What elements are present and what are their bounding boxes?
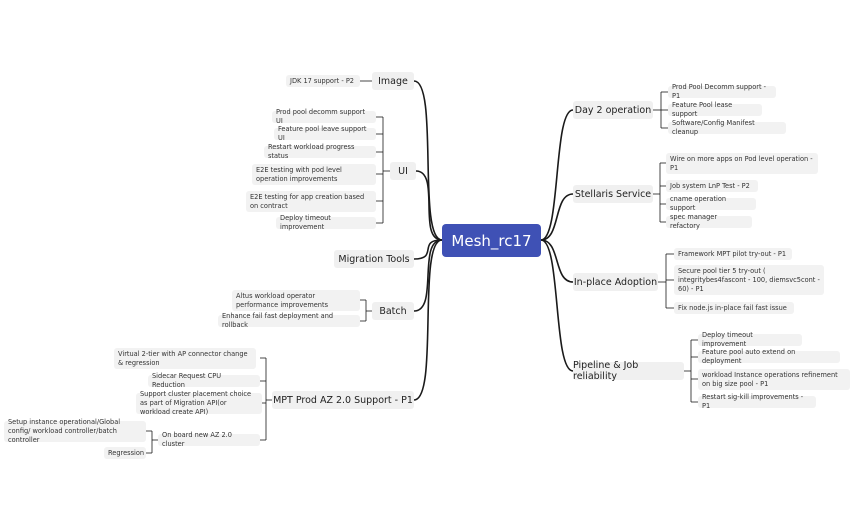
leaf-ui-1[interactable]: Feature pool leave support UI (274, 125, 376, 142)
edge-root-day2 (540, 109, 574, 241)
leaf-inplace-1[interactable]: Secure pool tier 5 try-out ( integritybe… (674, 265, 824, 295)
branch-pipeline[interactable]: Pipeline & Job reliability (573, 360, 684, 382)
leaf-mpt-0[interactable]: Virtual 2-tier with AP connector change … (114, 348, 256, 369)
edge-root-batch (413, 239, 443, 312)
leaf-mpt-sub-1[interactable]: Regression (104, 447, 146, 459)
edge-root-mpt (413, 239, 443, 401)
leaf-pipeline-2[interactable]: workload Instance operations refinement … (698, 369, 850, 390)
branch-inplace[interactable]: In-place Adoption (573, 273, 658, 291)
leaf-stellaris-2[interactable]: cname operation support (666, 195, 756, 212)
leaf-ui-5[interactable]: Deploy timeout improvement (276, 214, 376, 231)
leaf-mpt-sub-0[interactable]: Setup instance operational/Global config… (4, 418, 146, 444)
edge-root-stellaris (540, 193, 574, 241)
leaf-image-0[interactable]: JDK 17 support - P2 (286, 75, 360, 87)
branch-batch[interactable]: Batch (372, 302, 414, 320)
branch-ui[interactable]: UI (390, 162, 416, 180)
edge-root-pipeline (540, 239, 574, 372)
branch-mpt[interactable]: MPT Prod AZ 2.0 Support - P1 (272, 391, 414, 409)
leaf-batch-1[interactable]: Enhance fail fast deployment and rollbac… (218, 312, 360, 329)
leaf-ui-4[interactable]: E2E testing for app creation based on co… (246, 191, 376, 212)
leaf-inplace-2[interactable]: Fix node.js in-place fail fast issue (674, 302, 794, 314)
root-node[interactable]: Mesh_rc17 (442, 224, 541, 257)
leaf-ui-0[interactable]: Prod pool decomm support UI (272, 108, 376, 125)
branch-migration-tools[interactable]: Migration Tools (334, 250, 414, 268)
leaf-inplace-0[interactable]: Framework MPT pilot try-out - P1 (674, 248, 792, 260)
leaf-ui-3[interactable]: E2E testing with pod level operation imp… (252, 164, 376, 185)
edge-root-image (413, 80, 443, 241)
leaf-day2-1[interactable]: Feature Pool lease support (668, 101, 762, 118)
leaf-mpt-3[interactable]: On board new AZ 2.0 cluster (158, 431, 260, 448)
leaf-batch-0[interactable]: Altus workload operator performance impr… (232, 290, 360, 311)
leaf-day2-0[interactable]: Prod Pool Decomm support - P1 (668, 83, 776, 100)
leaf-stellaris-1[interactable]: Job system LnP Test - P2 (666, 180, 758, 192)
leaf-mpt-2[interactable]: Support cluster placement choice as part… (136, 390, 262, 416)
edge-root-migration (413, 239, 443, 260)
edge-root-inplace (540, 239, 574, 283)
branch-image[interactable]: Image (372, 72, 414, 90)
leaf-pipeline-0[interactable]: Deploy timeout improvement (698, 331, 802, 348)
edge-root-ui (415, 170, 443, 241)
leaf-pipeline-3[interactable]: Restart sig-kill improvements - P1 (698, 393, 816, 410)
leaf-day2-2[interactable]: Software/Config Manifest cleanup (668, 119, 786, 136)
leaf-pipeline-1[interactable]: Feature pool auto extend on deployment (698, 348, 840, 365)
leaf-stellaris-3[interactable]: spec manager refactory (666, 213, 752, 230)
leaf-stellaris-0[interactable]: Wire on more apps on Pod level operation… (666, 153, 818, 174)
branch-day2[interactable]: Day 2 operation (573, 101, 653, 119)
branch-stellaris[interactable]: Stellaris Service (573, 185, 653, 203)
leaf-mpt-1[interactable]: Sidecar Request CPU Reduction (148, 372, 260, 389)
leaf-ui-2[interactable]: Restart workload progress status (264, 143, 376, 160)
